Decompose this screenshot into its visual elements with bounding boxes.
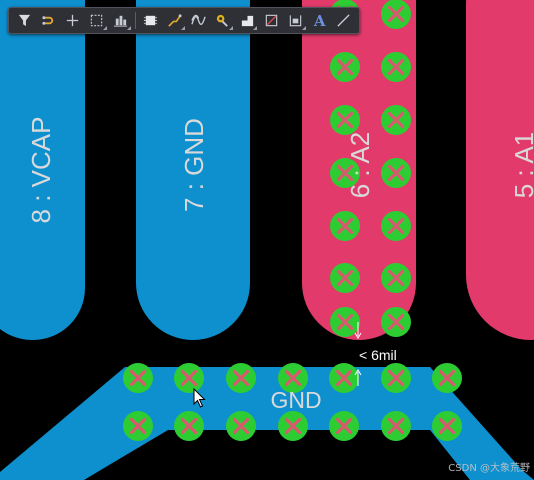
interactive-route-icon [168, 14, 182, 27]
via[interactable] [330, 158, 360, 188]
via[interactable] [381, 363, 411, 393]
select-rectangle-icon [91, 14, 103, 27]
toolbar-separator [135, 12, 137, 29]
via[interactable] [381, 158, 411, 188]
keepout-button[interactable] [283, 9, 307, 32]
filter-icon [18, 14, 30, 27]
via[interactable] [278, 363, 308, 393]
polygon-icon [265, 14, 277, 27]
via[interactable] [381, 211, 411, 241]
gnd-via-array [123, 363, 462, 441]
pad-label-6: 6 : A2 [345, 132, 375, 199]
filter-button[interactable] [12, 9, 36, 32]
fill-button[interactable] [235, 9, 259, 32]
route-select-button[interactable] [36, 9, 60, 32]
via[interactable] [278, 411, 308, 441]
mouse-cursor-icon [193, 387, 206, 408]
differential-pair-button[interactable] [187, 9, 211, 32]
via[interactable] [381, 105, 411, 135]
via[interactable] [330, 52, 360, 82]
active-bar-toolbar: A [8, 7, 360, 34]
polygon-button[interactable] [259, 9, 283, 32]
via[interactable] [123, 411, 153, 441]
crosshair-button[interactable] [60, 9, 84, 32]
via[interactable] [174, 363, 204, 393]
component-button[interactable] [138, 9, 162, 32]
via[interactable] [174, 411, 204, 441]
route-select-icon [42, 16, 53, 25]
via[interactable] [226, 411, 256, 441]
via[interactable] [381, 307, 411, 337]
pad-label-8: 8 : VCAP [26, 117, 56, 224]
via[interactable] [330, 263, 360, 293]
component-icon [143, 15, 157, 26]
via[interactable] [330, 307, 360, 337]
via-button[interactable] [211, 9, 235, 32]
via[interactable] [329, 363, 359, 393]
line-button[interactable] [332, 9, 356, 32]
pad-5-a1[interactable] [466, 0, 534, 340]
pad-8-vcap[interactable] [0, 0, 85, 340]
gnd-pour-left-leg[interactable] [0, 367, 168, 480]
clearance-label: < 6mil [359, 347, 397, 363]
align-button[interactable] [109, 9, 133, 32]
align-icon [114, 15, 128, 27]
via[interactable] [123, 363, 153, 393]
via[interactable] [381, 411, 411, 441]
via[interactable] [432, 363, 462, 393]
string-icon: A [313, 11, 326, 30]
pad-label-7: 7 : GND [179, 118, 209, 212]
via[interactable] [381, 263, 411, 293]
via[interactable] [381, 0, 411, 29]
select-rectangle-button[interactable] [85, 9, 109, 32]
differential-pair-icon [191, 14, 206, 25]
pad-7-gnd[interactable] [136, 0, 250, 340]
via[interactable] [330, 105, 360, 135]
via[interactable] [330, 211, 360, 241]
line-icon [337, 14, 351, 27]
gnd-pour-label: GND [270, 387, 321, 413]
keepout-icon [289, 15, 302, 27]
via[interactable] [432, 411, 462, 441]
gnd-pour-right-leg[interactable] [430, 367, 534, 480]
crosshair-icon [66, 14, 79, 27]
interactive-route-button[interactable] [162, 9, 186, 32]
string-button[interactable]: A [308, 9, 332, 32]
via-icon [217, 14, 229, 27]
fill-icon [241, 15, 253, 27]
watermark: CSDN @大象荒野 [448, 463, 530, 474]
via[interactable] [329, 411, 359, 441]
clearance-dimension: < 6mil [354, 322, 397, 386]
via[interactable] [381, 52, 411, 82]
pad-label-5: 5 : A1 [509, 132, 534, 199]
via[interactable] [226, 363, 256, 393]
